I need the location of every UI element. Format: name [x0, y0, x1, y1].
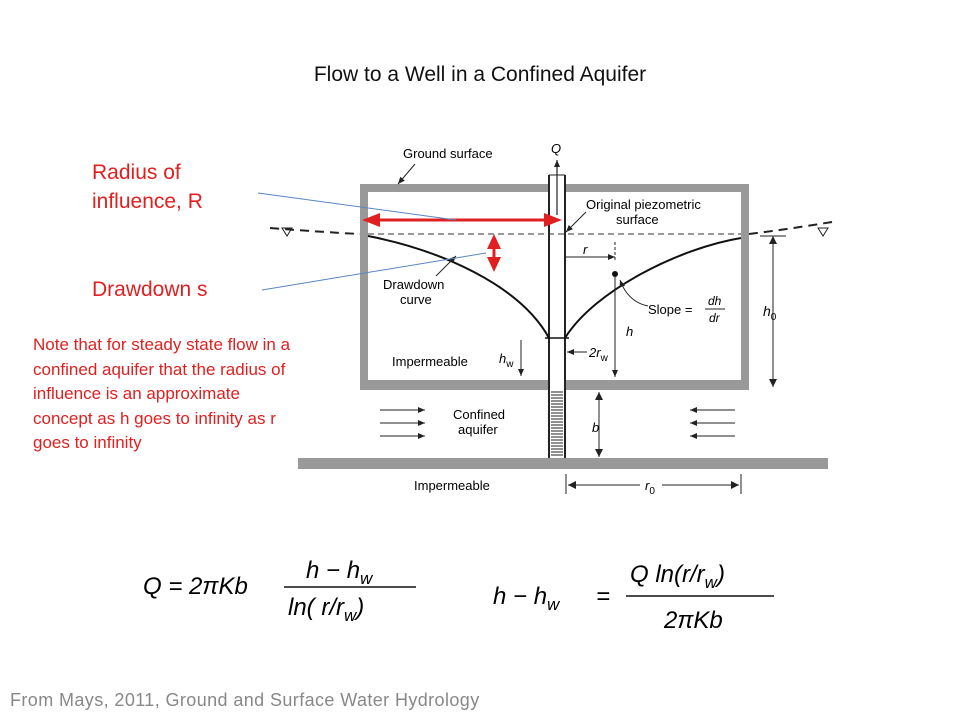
confined-aquifer-label-1: Confined: [453, 407, 505, 422]
drawdown-pointer-line: [261, 252, 487, 291]
upper-confining-box: [360, 184, 749, 390]
right-water-table-triangle: [817, 227, 829, 237]
drawdown-label: Drawdown s: [92, 278, 208, 301]
eq1-numerator: h − hw: [306, 557, 374, 588]
r-label: r: [583, 242, 588, 257]
slope-label: Slope =: [648, 302, 692, 317]
original-piezometric-label: Original piezometric: [586, 197, 701, 212]
left-flow-arrows: [380, 407, 425, 439]
original-piezometric-label-2: surface: [616, 212, 659, 227]
well-screen: [551, 391, 563, 456]
drawdown-red-arrowhead-bottom: [487, 257, 501, 272]
r0-arrow-left: [568, 481, 576, 489]
eq2-numerator: Q ln(r/rw): [630, 561, 725, 592]
slide-title: Flow to a Well in a Confined Aquifer: [313, 63, 647, 86]
b-label: b: [592, 420, 599, 435]
radius-pointer-line: [257, 192, 457, 221]
impermeable-lower-label: Impermeable: [414, 478, 490, 493]
bottom-impermeable-layer: [298, 458, 828, 469]
slope-leader: [619, 279, 649, 307]
drawdown-curve-leader: [435, 255, 457, 277]
slope-dh: dh: [708, 294, 722, 308]
right-drawdown-curve: [564, 237, 742, 339]
left-water-table-triangle: [281, 227, 293, 237]
r0-label-bg: [640, 476, 662, 492]
ground-surface-leader: [397, 163, 416, 185]
ground-surface-label: Ground surface: [403, 146, 493, 161]
impermeable-upper-label: Impermeable: [392, 354, 468, 369]
source-citation: From Mays, 2011, Ground and Surface Wate…: [10, 690, 480, 710]
left-drawdown-curve: [367, 235, 550, 339]
confined-aquifer-label-2: aquifer: [458, 422, 498, 437]
b-arrow-bottom: [595, 449, 603, 457]
slope-point: [612, 271, 618, 277]
eq2-lhs: h − hw: [493, 583, 561, 614]
r0-label: r0: [645, 478, 655, 497]
two-rw-label: 2rw: [588, 345, 609, 364]
b-arrow-top: [595, 392, 603, 400]
radius-red-arrowhead-left: [362, 213, 380, 227]
equation-drawdown: h − hw = Q ln(r/rw) 2πKb: [493, 561, 774, 634]
h0-label: h0: [763, 303, 777, 323]
h0-arrow-bottom: [769, 379, 777, 387]
r0-arrow-right: [731, 481, 739, 489]
eq1-denominator: ln( r/rw): [288, 594, 364, 625]
right-extension-dashed: [748, 220, 839, 235]
drawdown-curve-label-2: curve: [400, 292, 432, 307]
radius-red-arrowhead-right: [544, 213, 562, 227]
q-label: Q: [551, 141, 561, 156]
equation-flow-rate: Q = 2πKb h − hw ln( r/rw): [143, 557, 416, 625]
eq2-denominator: 2πKb: [663, 607, 723, 634]
h0-arrow-top: [769, 236, 777, 244]
right-flow-arrows: [690, 407, 735, 439]
drawdown-red-arrowhead-top: [487, 234, 501, 249]
h-label: h: [626, 324, 633, 339]
drawdown-curve-label-1: Drawdown: [383, 277, 444, 292]
original-piezometric-leader: [565, 211, 587, 233]
radius-of-influence-label: Radius of influence, R: [92, 161, 203, 213]
hw-label: hw: [499, 351, 514, 370]
steady-state-note: Note that for steady state flow in a con…: [33, 335, 291, 452]
eq1-lhs: Q = 2πKb: [143, 573, 248, 600]
left-extension-dashed: [269, 227, 361, 235]
slope-dr: dr: [709, 311, 721, 325]
eq2-equals: =: [596, 583, 610, 610]
